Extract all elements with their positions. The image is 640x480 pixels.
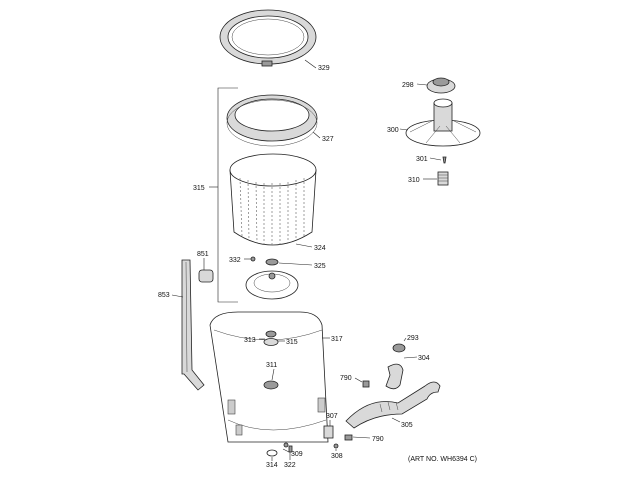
basket-assembly-bracket (217, 87, 238, 303)
label-307: 307 (326, 413, 338, 420)
hose-304-part (385, 363, 404, 390)
bearing-311-part (263, 380, 279, 390)
bracket-307-part (323, 425, 334, 439)
label-322: 322 (284, 462, 296, 469)
tub-cover-part (219, 9, 317, 67)
knob-851-part (198, 269, 214, 283)
label-324: 324 (314, 245, 326, 252)
label-313: 313 (244, 337, 256, 344)
label-853: 853 (158, 292, 170, 299)
clip-790-lower-part (344, 434, 353, 441)
screw-308-part (333, 443, 339, 449)
basket-hub-plate (245, 270, 299, 300)
label-311: 311 (266, 362, 277, 369)
center-hardware-part (263, 330, 279, 346)
label-327: 327 (322, 136, 334, 143)
agitator-cap-part (426, 77, 456, 94)
label-300: 300 (387, 127, 399, 134)
label-308: 308 (331, 453, 343, 460)
label-298: 298 (402, 82, 414, 89)
screw-301-part (442, 156, 447, 164)
washer-314-part (266, 449, 278, 457)
outer-tub-part (209, 311, 329, 443)
label-309: 309 (291, 451, 303, 458)
label-317: 317 (331, 336, 343, 343)
label-310: 310 (408, 177, 420, 184)
label-314: 314 (266, 462, 278, 469)
label-305: 305 (401, 422, 413, 429)
label-329: 329 (318, 65, 330, 72)
label-315-seal: 315 (286, 339, 298, 346)
part-309 (283, 442, 289, 448)
drain-hose-305-part (345, 381, 441, 429)
label-325: 325 (314, 263, 326, 270)
label-790-upper: 790 (340, 375, 352, 382)
label-332: 332 (229, 257, 241, 264)
screw-322-part (288, 445, 293, 453)
wash-basket-part (229, 153, 317, 246)
hose-853-part (181, 259, 205, 391)
art-number: (ART NO. WH6394 C) (408, 456, 477, 463)
label-301: 301 (416, 156, 428, 163)
label-304: 304 (418, 355, 430, 362)
label-851: 851 (197, 251, 209, 258)
label-315-basket: 315 (193, 185, 205, 192)
label-293: 293 (407, 335, 419, 342)
label-790-lower: 790 (372, 436, 384, 443)
nut-325-part (265, 258, 279, 266)
clip-790-upper-part (362, 380, 370, 388)
clamp-293-part (392, 343, 406, 353)
spring-310-part (437, 171, 449, 186)
balance-ring-part (226, 94, 318, 147)
screw-332-part (250, 256, 256, 262)
agitator-part (405, 98, 481, 147)
